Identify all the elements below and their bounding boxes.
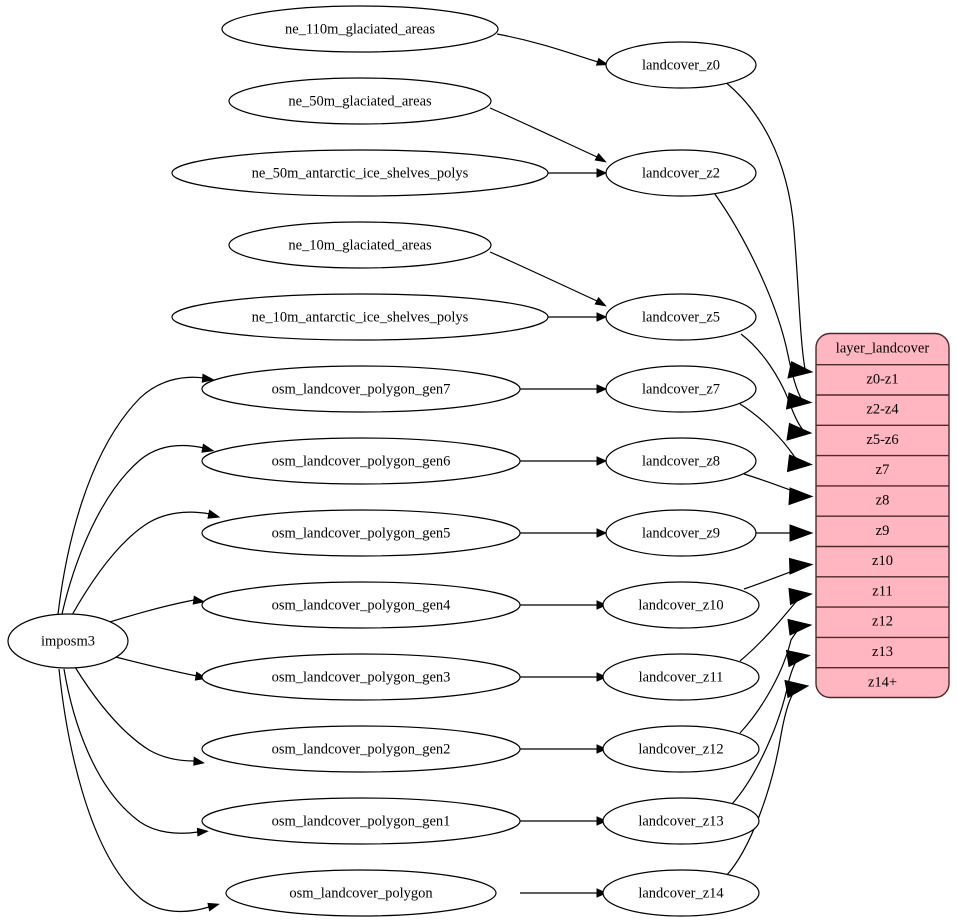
node-landcover-z8[interactable]: landcover_z8 [605,437,757,485]
node-label: ne_10m_glaciated_areas [288,237,432,253]
node-label: landcover_z12 [638,741,723,757]
node-osm-landcover-polygon-gen3[interactable]: osm_landcover_polygon_gen3 [201,653,521,701]
intermediate-nodes: landcover_z0 landcover_z2 landcover_z5 l… [602,41,760,917]
node-osm-landcover-polygon-gen7[interactable]: osm_landcover_polygon_gen7 [201,365,521,413]
edge-gen7-to-z7 [520,384,608,394]
node-label: imposm3 [41,633,95,649]
edge-z9-to-row-z9 [756,524,814,542]
node-landcover-z13[interactable]: landcover_z13 [602,797,760,845]
layer-landcover-table[interactable]: layer_landcover z0-z1 z2-z4 z5-z6 z7 z8 … [815,332,950,699]
node-label: ne_50m_glaciated_areas [288,93,432,109]
node-label: landcover_z11 [639,669,724,685]
node-label: landcover_z0 [642,57,720,73]
node-osm-landcover-polygon-gen1[interactable]: osm_landcover_polygon_gen1 [201,797,521,845]
table-row-z7[interactable]: z7 [876,462,890,478]
edge-z5-to-row-z5z6 [740,333,813,441]
node-label: osm_landcover_polygon_gen2 [272,741,451,757]
table-row-z10[interactable]: z10 [872,553,893,569]
node-label: osm_landcover_polygon_gen6 [272,453,451,469]
edge-z0-to-row-z0z1 [723,80,814,379]
node-osm-landcover-polygon-gen5[interactable]: osm_landcover_polygon_gen5 [201,509,521,557]
node-landcover-z10[interactable]: landcover_z10 [602,581,760,629]
node-landcover-z7[interactable]: landcover_z7 [605,365,757,413]
edge-z11-to-row-z11 [739,587,813,662]
node-label: landcover_z2 [642,165,720,181]
node-label: ne_50m_antarctic_ice_shelves_polys [252,165,469,181]
edge-imposm3-to-gen1 [63,668,209,837]
node-landcover-z9[interactable]: landcover_z9 [605,509,757,557]
edge-layer [57,33,814,912]
edge-gen4-to-z10 [520,600,608,610]
node-label: landcover_z7 [642,381,720,397]
edge-z13-to-row-z13 [731,649,811,805]
node-label: osm_landcover_polygon_gen1 [272,813,451,829]
edge-gen2-to-z12 [520,744,608,754]
edge-poly-to-z14 [520,888,608,898]
edge-imposm3-to-gen4 [99,595,206,626]
edge-imposm3-to-poly [58,668,220,912]
node-label: ne_10m_antarctic_ice_shelves_polys [252,309,469,325]
node-label: ne_110m_glaciated_areas [285,21,435,37]
table-row-z9[interactable]: z9 [876,523,890,539]
source-nodes: ne_110m_glaciated_areas ne_50m_glaciated… [171,5,549,917]
node-label: osm_landcover_polygon_gen5 [272,525,451,541]
node-imposm3[interactable]: imposm3 [7,613,129,669]
node-label: osm_landcover_polygon_gen7 [272,381,451,397]
node-osm-landcover-polygon[interactable]: osm_landcover_polygon [225,869,497,917]
table-row-z14-plus[interactable]: z14+ [868,674,897,690]
edge-imposm3-to-gen5 [71,509,221,616]
node-landcover-z0[interactable]: landcover_z0 [605,41,757,89]
node-osm-landcover-polygon-gen4[interactable]: osm_landcover_polygon_gen4 [201,581,521,629]
edge-ne110-to-z0 [496,33,610,66]
node-landcover-z2[interactable]: landcover_z2 [605,149,757,197]
edge-imposm3-to-gen2 [74,666,205,766]
node-landcover-z11[interactable]: landcover_z11 [602,653,760,701]
table-row-z5-z6[interactable]: z5-z6 [866,432,898,448]
node-label: osm_landcover_polygon [289,885,433,901]
node-ne-110m-glaciated-areas[interactable]: ne_110m_glaciated_areas [221,5,499,53]
node-label: landcover_z10 [638,597,723,613]
node-label: landcover_z14 [638,885,724,901]
edge-ne50glac-to-z2 [489,107,607,163]
edge-z8-to-row-z8 [743,473,814,506]
edge-imposm3-to-gen6 [61,443,215,615]
node-label: landcover_z9 [642,525,720,541]
edge-ne10ant-to-z5 [548,312,608,322]
edge-z14-to-row-z14 [725,679,810,877]
node-landcover-z12[interactable]: landcover_z12 [602,725,760,773]
node-label: osm_landcover_polygon_gen3 [272,669,451,685]
edge-gen3-to-z11 [520,672,608,682]
edge-ne50ant-to-z2 [548,168,608,178]
node-ne-10m-antarctic-ice-shelves-polys[interactable]: ne_10m_antarctic_ice_shelves_polys [171,293,549,341]
table-row-z11[interactable]: z11 [872,583,892,599]
table-header-label: layer_landcover [836,340,930,356]
edge-z7-to-row-z7 [739,403,813,473]
node-label: osm_landcover_polygon_gen4 [272,597,452,613]
edge-imposm3-to-gen7 [57,373,215,615]
table-row-z2-z4[interactable]: z2-z4 [866,402,899,418]
edge-ne10glac-to-z5 [489,251,607,307]
node-landcover-z5[interactable]: landcover_z5 [605,293,757,341]
node-ne-10m-glaciated-areas[interactable]: ne_10m_glaciated_areas [228,221,492,269]
table-row-z8[interactable]: z8 [876,493,890,509]
table-row-z12[interactable]: z12 [872,614,893,630]
node-label: landcover_z8 [642,453,720,469]
edge-imposm3-to-gen3 [103,653,208,681]
node-osm-landcover-polygon-gen6[interactable]: osm_landcover_polygon_gen6 [201,437,521,485]
node-osm-landcover-polygon-gen2[interactable]: osm_landcover_polygon_gen2 [201,725,521,773]
edge-gen5-to-z9 [520,528,608,538]
node-label: landcover_z13 [638,813,723,829]
edge-gen6-to-z8 [520,456,608,466]
node-label: landcover_z5 [642,309,720,325]
node-ne-50m-glaciated-areas[interactable]: ne_50m_glaciated_areas [228,77,492,125]
edge-gen1-to-z13 [520,816,608,826]
table-row-z0-z1[interactable]: z0-z1 [866,371,898,387]
edge-z12-to-row-z12 [739,618,813,734]
edge-z10-to-row-z10 [743,557,814,590]
node-ne-50m-antarctic-ice-shelves-polys[interactable]: ne_50m_antarctic_ice_shelves_polys [171,149,549,197]
node-landcover-z14[interactable]: landcover_z14 [602,869,760,917]
table-row-z13[interactable]: z13 [872,644,893,660]
edge-z2-to-row-z2z4 [711,189,813,410]
